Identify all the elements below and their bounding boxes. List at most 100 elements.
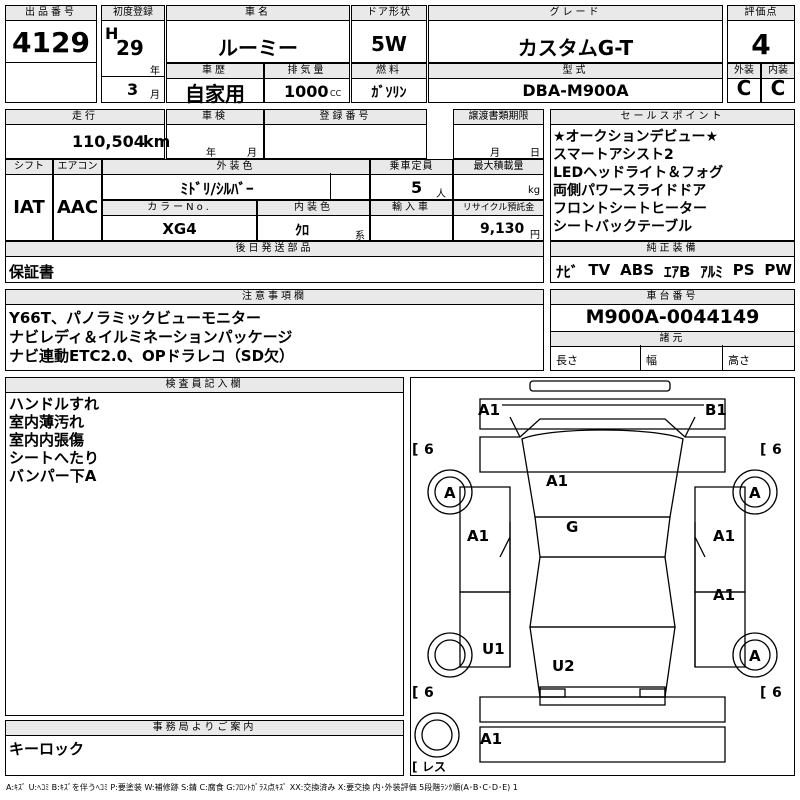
- legend: A:ｷｽﾞ U:ﾍｺﾐ B:ｷｽﾞを伴うﾍｺﾐ P:要塗装 W:補修跡 S:錆 …: [6, 783, 518, 792]
- capacity-label: 乗車定員: [370, 159, 453, 175]
- hood-outline: [479, 418, 726, 473]
- model-label: 型式: [428, 63, 723, 79]
- car-diagram: A1 B1 A A A1 G A1 A1 A1 U1 A U2 A1 [ 6 […: [412, 380, 782, 774]
- spare-tire-inner: [421, 719, 453, 751]
- mark-tire-fl: A: [444, 484, 456, 502]
- mark-rear: A1: [480, 730, 502, 748]
- recycle: 9,130: [480, 221, 525, 237]
- interior-grade: C: [770, 76, 786, 100]
- mark-door-fl: A1: [467, 527, 489, 545]
- inspector-list: ハンドルすれ室内薄汚れ室内内張傷シートへたりバンパー下A: [9, 395, 99, 485]
- registration-year: 29: [116, 36, 144, 60]
- tread-rl: 6: [424, 685, 434, 701]
- equipment-item: ｱﾙﾐ: [700, 263, 723, 281]
- inspector-label: 検査員記入欄: [5, 377, 404, 393]
- sales-point-item: スマートアシスト2: [553, 147, 674, 163]
- shift: IAT: [13, 197, 45, 218]
- sales-point-item: 両側パワースライドドア: [553, 183, 707, 199]
- registration-divider: [101, 76, 165, 77]
- history-label: 車歴: [166, 63, 264, 79]
- mark-front-right: B1: [705, 401, 727, 419]
- grade-label: グレード: [428, 5, 723, 21]
- registration-month-unit: 月: [150, 90, 160, 101]
- specs-divider-1: [640, 345, 641, 371]
- tires: [414, 469, 778, 758]
- transfer-day-unit: 日: [530, 148, 540, 159]
- aircon: AAC: [56, 197, 99, 218]
- tread-rr-bracket: [: [760, 685, 766, 701]
- mirrors: [499, 536, 706, 558]
- shift-label: シフト: [5, 159, 53, 175]
- spare-label: レス: [422, 760, 446, 774]
- tire-rl: [427, 632, 473, 678]
- note-line: ナビ連動ETC2.0、OPドラレコ（SD欠）: [9, 347, 295, 365]
- office-note: キーロック: [9, 740, 85, 758]
- tread-fr-bracket: [: [760, 442, 766, 458]
- specs-height: 高さ: [728, 354, 750, 367]
- registration-month: 3: [127, 80, 139, 99]
- mileage: 110,504: [72, 132, 145, 151]
- import-label: 輸入車: [370, 200, 453, 216]
- inspector-line: 室内薄汚れ: [9, 413, 85, 431]
- ext-color-divider: [330, 173, 331, 200]
- registration-year-unit: 年: [150, 66, 160, 77]
- car-name: ルーミー: [218, 36, 298, 60]
- tire-fr: [732, 469, 778, 515]
- registration-era: H: [105, 24, 119, 43]
- recycle-label: リサイクル預託金: [453, 200, 544, 216]
- door-label: ドア形状: [351, 5, 427, 21]
- front-bumper-top: [529, 380, 671, 392]
- mark-tire-fr: A: [749, 484, 761, 502]
- displacement-unit: CC: [330, 89, 342, 98]
- tread-rl-bracket: [: [412, 685, 418, 701]
- int-color: ｸﾛ: [295, 223, 309, 239]
- displacement: 1000: [284, 82, 329, 101]
- capacity: 5: [411, 178, 423, 197]
- tire-fl-inner: [434, 476, 466, 508]
- damage-marks: A1 B1 A A A1 G A1 A1 A1 U1 A U2 A1: [444, 401, 761, 748]
- spare-bracket: [: [412, 760, 417, 774]
- int-color-label: 内装色: [257, 200, 370, 216]
- notes-label: 注意事項欄: [5, 289, 544, 305]
- inspector-line: ハンドルすれ: [9, 395, 100, 413]
- sales-points-label: セールスポイント: [550, 109, 795, 125]
- inspector-line: 室内内張傷: [9, 431, 85, 449]
- score-label: 評価点: [727, 5, 795, 21]
- max-load-label: 最大積載量: [453, 159, 544, 175]
- specs-length: 長さ: [556, 354, 578, 367]
- lot-number: 4129: [12, 26, 90, 59]
- inspector-line: バンパー下A: [9, 467, 97, 485]
- aircon-label: エアコン: [53, 159, 102, 175]
- fuel-label: 燃料: [351, 63, 427, 79]
- mark-door-fr: A1: [713, 527, 735, 545]
- chassis-number: M900A-0044149: [585, 306, 760, 328]
- exterior-grade: C: [736, 76, 752, 100]
- history: 自家用: [185, 82, 245, 106]
- registration-label: 初度登録: [101, 5, 165, 21]
- fuel: ｶﾞｿﾘﾝ: [371, 85, 407, 101]
- grade: カスタムG-T: [517, 36, 634, 60]
- capacity-unit: 人: [436, 189, 446, 200]
- chassis-label: 車台番号: [550, 289, 795, 305]
- rear-bumper: [479, 696, 726, 723]
- spare-tire: [414, 712, 460, 758]
- diagram-box: [410, 377, 795, 776]
- later-parts: 保証書: [9, 263, 55, 281]
- equipment-item: PS: [732, 261, 755, 279]
- recycle-unit: 円: [530, 230, 540, 241]
- specs-label: 諸元: [550, 331, 795, 347]
- sales-point-item: LEDヘッドライト＆フォグ: [553, 165, 724, 181]
- rear-panel: [479, 726, 726, 763]
- mark-hood: A1: [546, 472, 568, 490]
- mark-tire-rl: U1: [482, 640, 505, 658]
- inspector-line: シートへたり: [9, 449, 100, 467]
- mark-trunk: U2: [552, 657, 575, 675]
- tire-rr-inner: [739, 639, 771, 671]
- interior-label: 内装: [761, 63, 795, 79]
- mark-tire-rr: A: [749, 647, 761, 665]
- door-type: 5W: [371, 32, 407, 56]
- door-rl: [459, 591, 511, 668]
